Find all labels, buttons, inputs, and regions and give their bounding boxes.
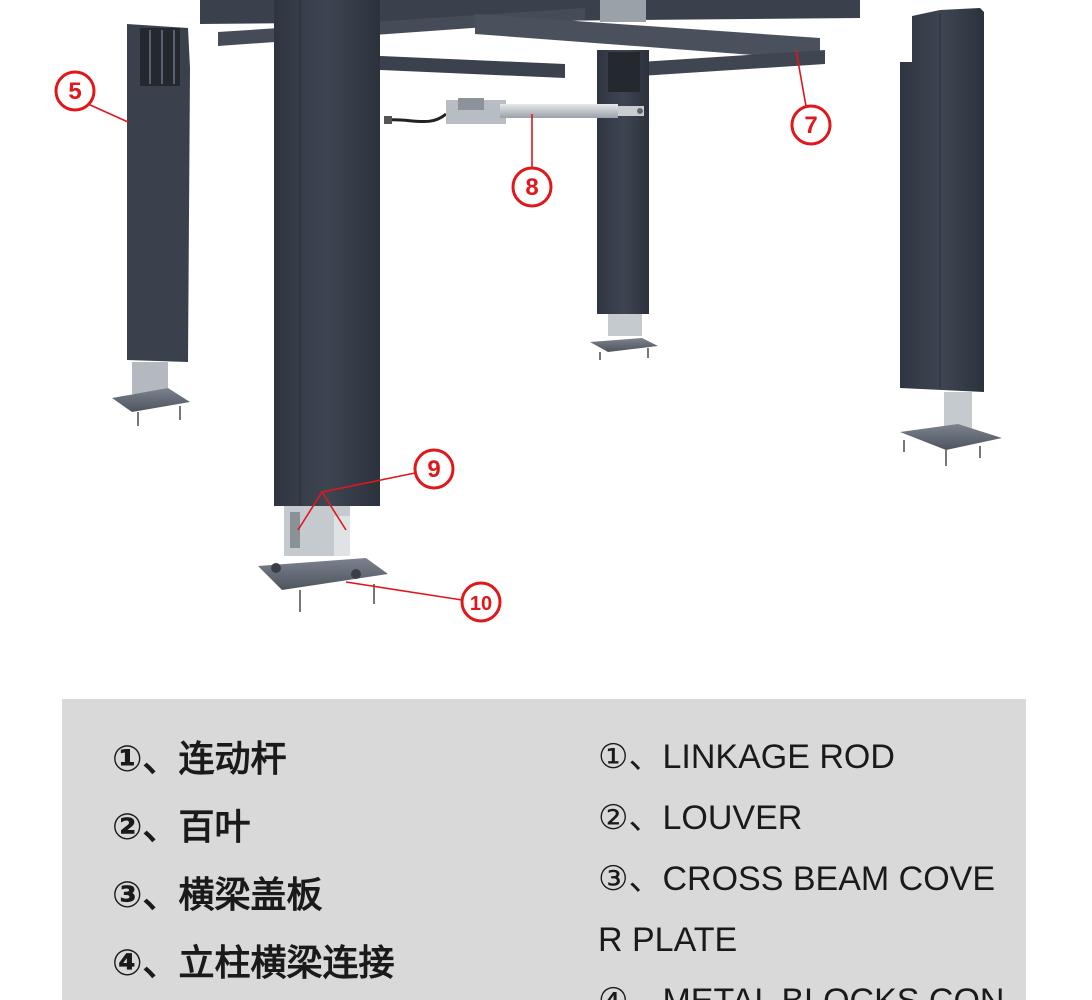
callout-8: 8: [511, 166, 553, 208]
callout-label: 8: [525, 174, 538, 201]
post-left: [112, 24, 190, 426]
legend-item-cn: ④、立柱横梁连接: [112, 943, 395, 984]
callout-10: 10: [460, 581, 502, 623]
callout-label: 10: [470, 593, 492, 615]
legend-item-en: ③、CROSS BEAM COVER PLATE: [598, 860, 995, 959]
callout-5: 5: [54, 70, 96, 112]
legend-chinese: ①、连动杆 ②、百叶 ③、横梁盖板 ④、立柱横梁连接: [112, 699, 394, 998]
legend-english: ①、LINKAGE ROD ②、LOUVER ③、CROSS BEAM COVE…: [598, 699, 1008, 1000]
post-front: [258, 0, 388, 612]
callout-label: 9: [427, 456, 440, 483]
leader-lines: [87, 49, 807, 601]
legend-item-en: ②、LOUVER: [598, 799, 803, 837]
callout-9: 9: [413, 448, 455, 490]
post-middle: [590, 50, 658, 360]
callout-label: 7: [804, 112, 817, 139]
callout-7: 7: [790, 104, 832, 146]
legend-item-en: ④、METAL BLOCKS CON: [598, 971, 1008, 1000]
post-right: [900, 8, 1002, 466]
legend-item-cn: ②、百叶: [112, 807, 251, 848]
legend-item-en: ①、LINKAGE ROD: [598, 738, 895, 776]
legend-panel: ①、连动杆 ②、百叶 ③、横梁盖板 ④、立柱横梁连接 ①、LINKAGE ROD…: [62, 699, 1026, 1000]
pergola-exploded-diagram: 5 7 8 9 10: [54, 0, 1002, 623]
legend-item-cn: ③、横梁盖板: [112, 875, 323, 916]
linear-actuator: [384, 98, 644, 124]
callout-label: 5: [68, 78, 81, 105]
legend-item-cn: ①、连动杆: [112, 739, 287, 780]
